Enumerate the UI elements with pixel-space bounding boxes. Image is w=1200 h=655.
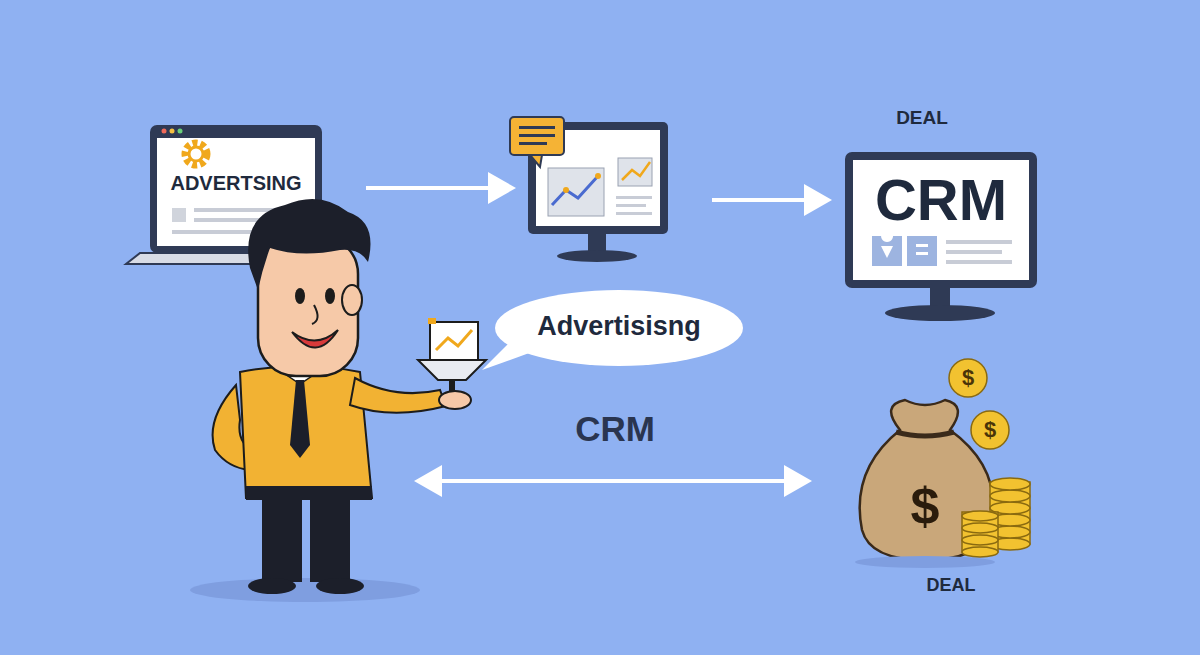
bubble-text: Advertisisng (495, 312, 743, 342)
crm-screen: DEAL CRM (845, 104, 1037, 280)
coin-symbol: $ (984, 418, 996, 442)
laptop-screen: ADVERTSING (157, 138, 315, 246)
bag-symbol: $ (888, 478, 962, 535)
businessman (190, 199, 486, 602)
flow-arrow (366, 186, 512, 190)
screen-title: CRM (853, 168, 1029, 232)
speech-bubble: Advertisisng (495, 290, 743, 366)
double-arrow (418, 479, 808, 483)
coin-stack (949, 359, 1030, 557)
crm-monitor (845, 152, 1037, 321)
arrow-label: CRM (575, 410, 655, 449)
flow-arrow (712, 198, 828, 202)
caption: DEAL (908, 576, 994, 596)
analytics-monitor (510, 117, 668, 262)
money-bag: $ DEAL (858, 440, 998, 602)
coin-symbol: $ (962, 366, 974, 390)
screen-title: ADVERTSING (157, 172, 315, 194)
heading: DEAL (875, 108, 969, 129)
